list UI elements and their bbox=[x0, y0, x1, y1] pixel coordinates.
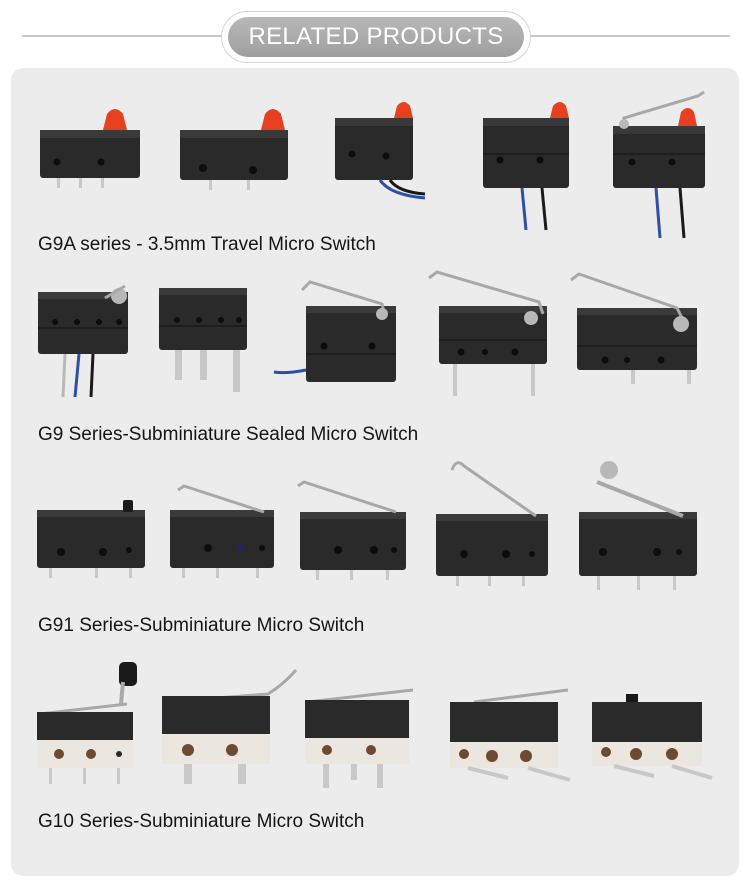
product-image[interactable] bbox=[35, 282, 135, 402]
product-image[interactable] bbox=[330, 100, 430, 205]
header-divider-right bbox=[526, 35, 730, 37]
header-badge: RELATED PRODUCTS bbox=[222, 12, 530, 62]
group-caption: G10 Series-Subminiature Micro Switch bbox=[38, 811, 365, 832]
product-image[interactable] bbox=[590, 690, 715, 790]
product-image[interactable] bbox=[303, 684, 418, 796]
product-image[interactable] bbox=[432, 456, 554, 588]
product-image[interactable] bbox=[35, 100, 150, 195]
product-image[interactable] bbox=[575, 454, 703, 594]
product-image[interactable] bbox=[296, 478, 411, 586]
product-image[interactable] bbox=[160, 666, 300, 788]
group-caption: G91 Series-Subminiature Micro Switch bbox=[38, 615, 365, 636]
header-divider-left bbox=[22, 35, 227, 37]
product-image[interactable] bbox=[448, 684, 573, 784]
product-image[interactable] bbox=[155, 282, 255, 402]
product-image[interactable] bbox=[168, 484, 278, 584]
product-image[interactable] bbox=[175, 100, 300, 195]
group-caption: G9 Series-Subminiature Sealed Micro Swit… bbox=[38, 424, 419, 445]
product-image[interactable] bbox=[425, 268, 555, 403]
group-caption: G9A series - 3.5mm Travel Micro Switch bbox=[38, 234, 376, 255]
product-image[interactable] bbox=[480, 100, 580, 240]
product-image[interactable] bbox=[35, 660, 140, 788]
product-image[interactable] bbox=[608, 88, 713, 243]
product-image[interactable] bbox=[272, 278, 402, 388]
section-header: RELATED PRODUCTS bbox=[0, 0, 750, 70]
product-image[interactable] bbox=[35, 496, 150, 586]
header-title: RELATED PRODUCTS bbox=[228, 17, 524, 57]
product-image[interactable] bbox=[565, 268, 705, 393]
